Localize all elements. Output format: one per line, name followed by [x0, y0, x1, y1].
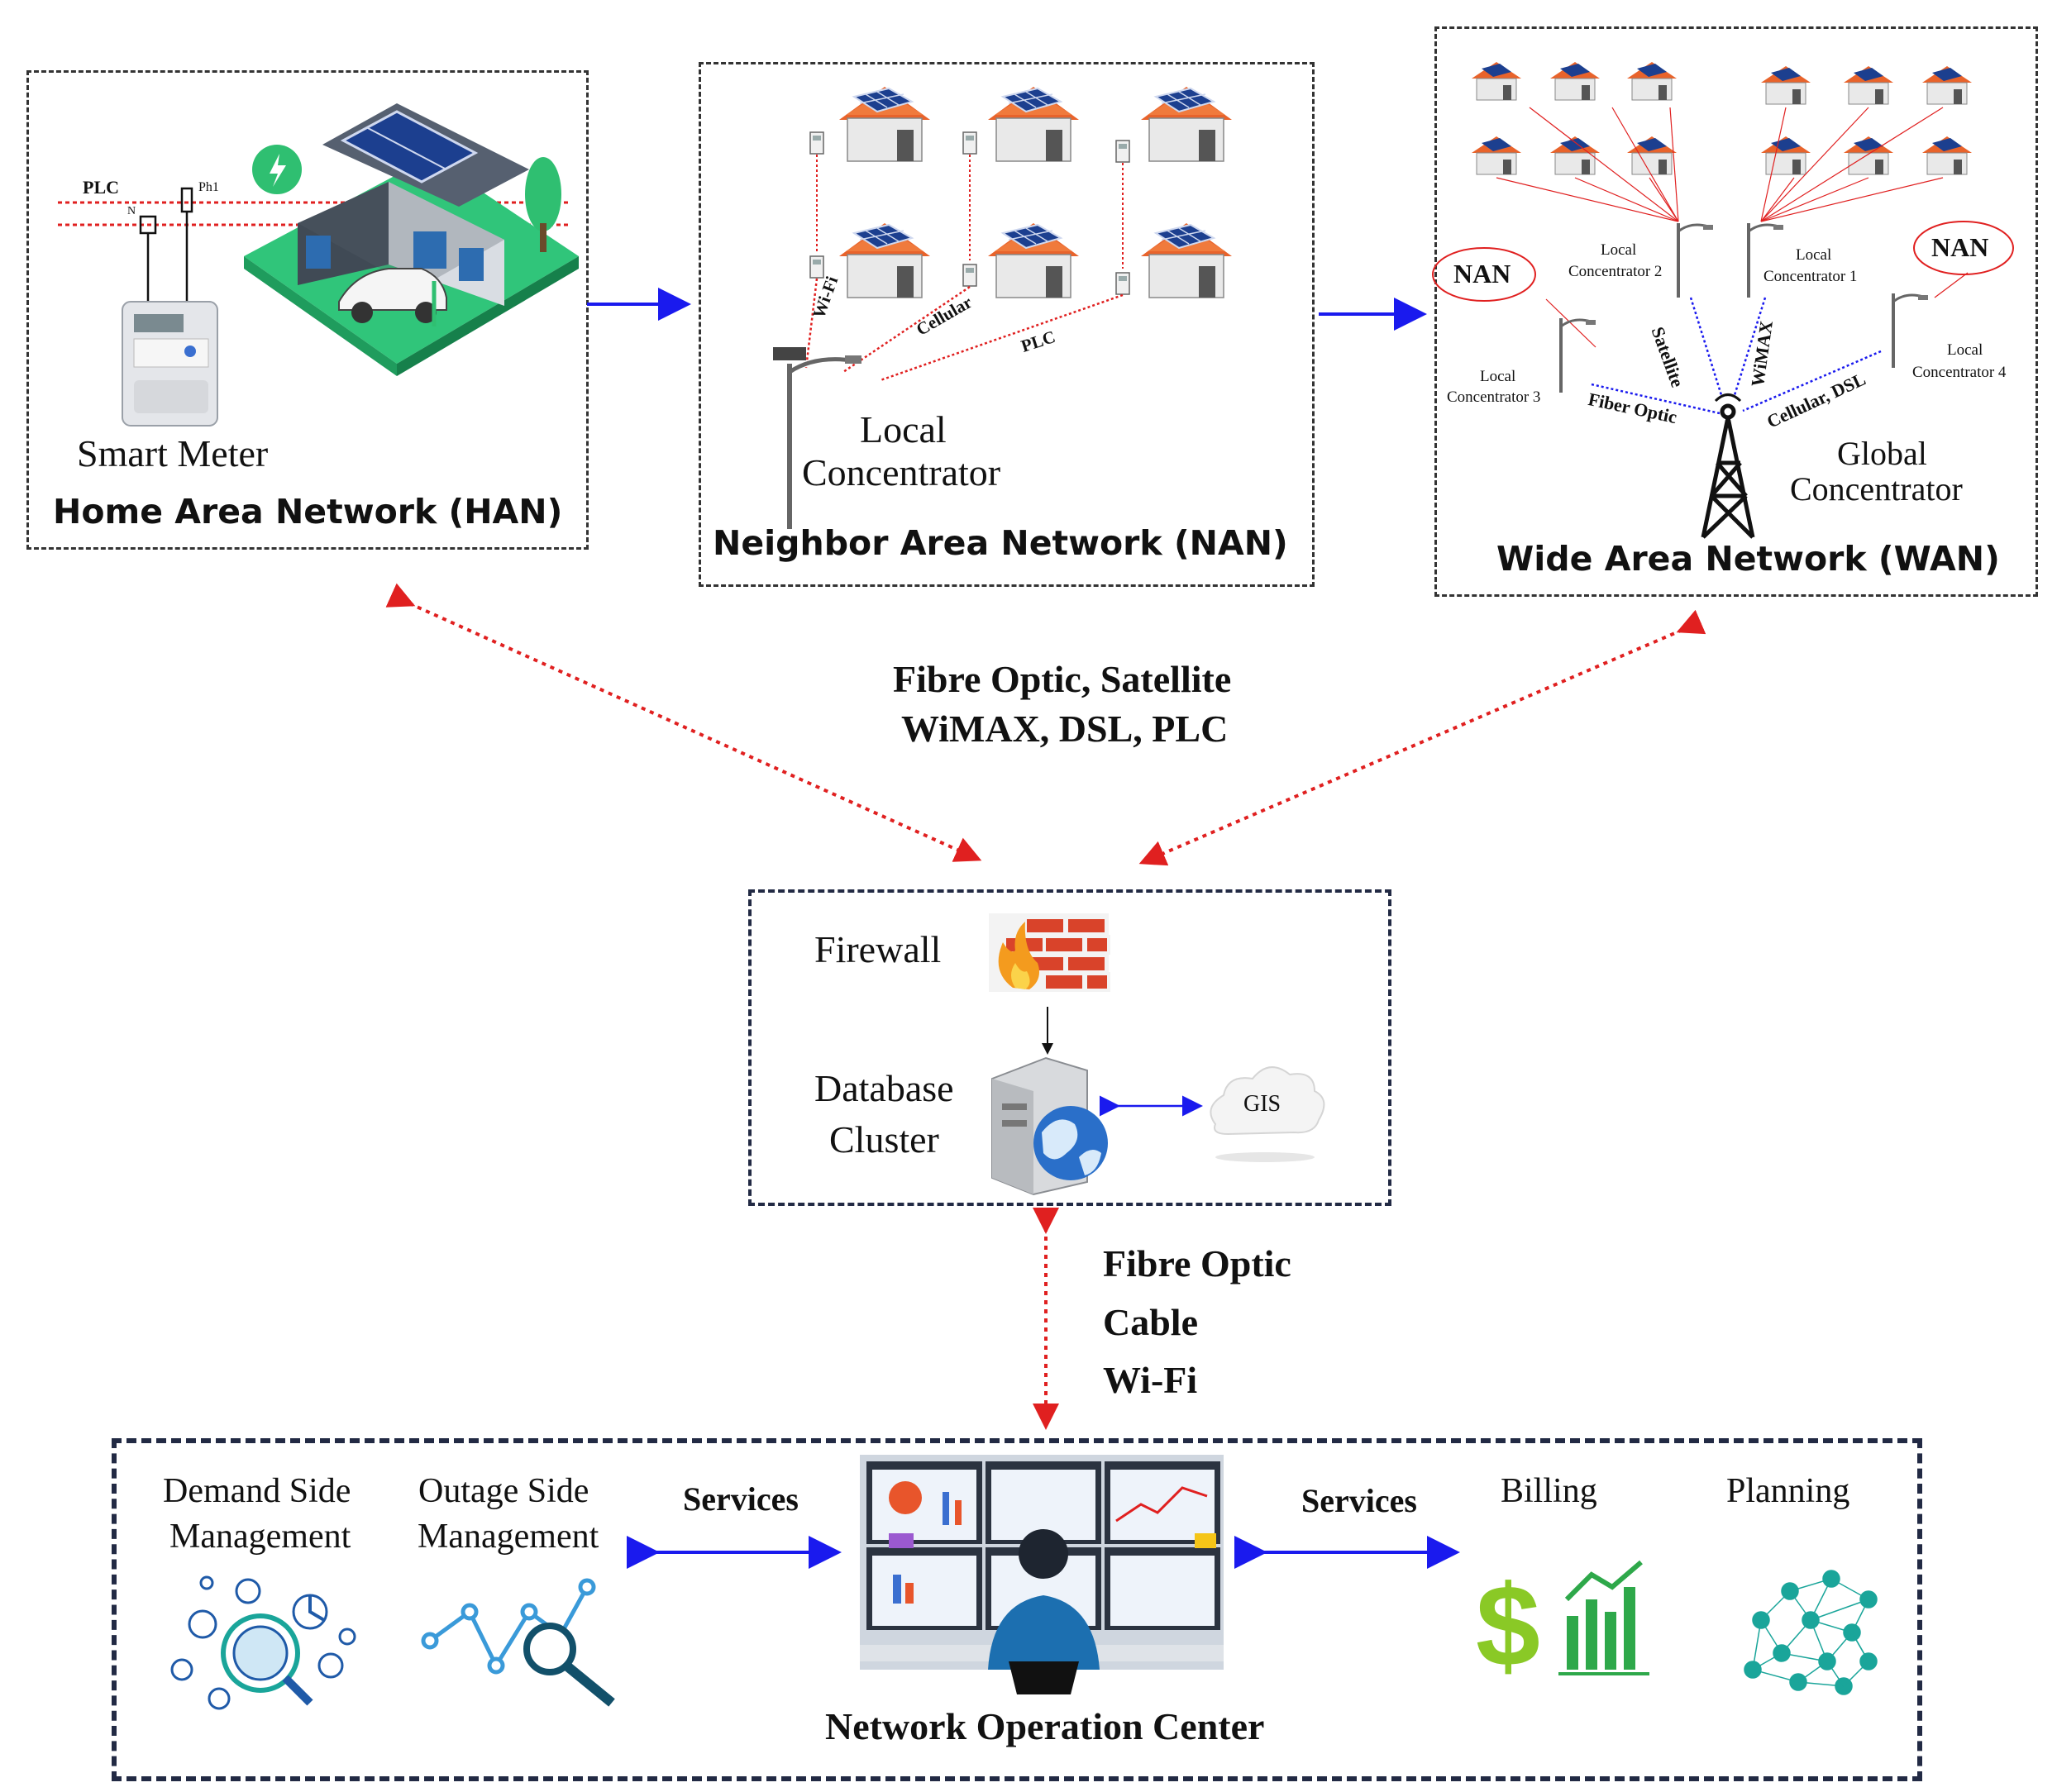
database-label-line1: Database — [814, 1067, 954, 1109]
middle-links-line1: Fibre Optic, Satellite — [893, 658, 1232, 700]
nan-local-concentrator-line1: Local — [860, 408, 947, 450]
wan-lc1-line2: Concentrator 1 — [1763, 268, 1858, 285]
wan-lc4-line1: Local — [1947, 341, 1983, 359]
nan-box — [699, 62, 1315, 587]
noc-link-wifi: Wi-Fi — [1103, 1359, 1198, 1401]
wan-nan-label-right: NAN — [1931, 232, 1989, 262]
smart-meter-label: Smart Meter — [77, 432, 269, 474]
gis-cloud-icon — [1210, 1066, 1325, 1162]
wan-global-concentrator-line1: Global — [1837, 435, 1927, 472]
outage-label-line2: Management — [418, 1518, 599, 1556]
wan-global-concentrator-line2: Concentrator — [1790, 470, 1963, 508]
wan-lc1-line1: Local — [1796, 246, 1832, 264]
demand-label-line2: Management — [169, 1518, 351, 1556]
demand-label-line1: Demand Side — [163, 1472, 351, 1510]
noc-link-fibre: Fibre Optic — [1103, 1242, 1291, 1284]
firewall-label: Firewall — [814, 928, 942, 970]
firewall-icon — [989, 913, 1110, 992]
billing-label: Billing — [1501, 1472, 1597, 1510]
wan-lc2-line1: Local — [1601, 241, 1637, 259]
global-concentrator-tower-icon — [1701, 393, 1755, 539]
noc-box — [112, 1438, 1922, 1781]
wan-lc4-line2: Concentrator 4 — [1912, 364, 2007, 381]
middle-links-line2: WiMAX, DSL, PLC — [901, 708, 1229, 750]
han-n-label: N — [127, 205, 136, 217]
wan-lc3-line2: Concentrator 3 — [1447, 388, 1541, 406]
wan-lc3-line1: Local — [1480, 368, 1516, 385]
wan-box — [1434, 26, 2038, 597]
demand-side-management-icon — [170, 1575, 356, 1710]
planning-network-icon — [1744, 1570, 1878, 1695]
noc-link-cable: Cable — [1103, 1301, 1198, 1343]
services-label-right: Services — [1301, 1482, 1417, 1519]
outage-side-management-icon — [421, 1578, 615, 1707]
services-label-left: Services — [683, 1480, 799, 1518]
gis-label: GIS — [1243, 1091, 1281, 1117]
han-box — [26, 70, 589, 550]
outage-label-line1: Outage Side — [418, 1472, 589, 1510]
local-concentrator-pole-icon — [773, 347, 861, 529]
smart-meter-icon — [122, 301, 218, 427]
wan-lc2-line2: Concentrator 2 — [1568, 263, 1663, 280]
han-ph1-label: Ph1 — [198, 180, 219, 194]
han-title: Home Area Network (HAN) — [53, 492, 563, 531]
noc-operator-icon — [860, 1455, 1224, 1694]
svg-text:$: $ — [1476, 1561, 1540, 1690]
wan-title: Wide Area Network (WAN) — [1496, 539, 2000, 579]
database-server-icon — [991, 1056, 1108, 1196]
wan-nan-label-left: NAN — [1453, 259, 1511, 288]
smart-home-icon — [244, 103, 579, 376]
nan-local-concentrator-line2: Concentrator — [802, 451, 1001, 493]
noc-title: Network Operation Center — [825, 1705, 1265, 1747]
database-label-line2: Cluster — [829, 1118, 939, 1161]
billing-icon: $ — [1476, 1560, 1649, 1690]
nan-title: Neighbor Area Network (NAN) — [713, 523, 1288, 563]
planning-label: Planning — [1726, 1472, 1850, 1510]
datacenter-box — [748, 889, 1391, 1206]
han-plc-label: PLC — [83, 177, 119, 198]
